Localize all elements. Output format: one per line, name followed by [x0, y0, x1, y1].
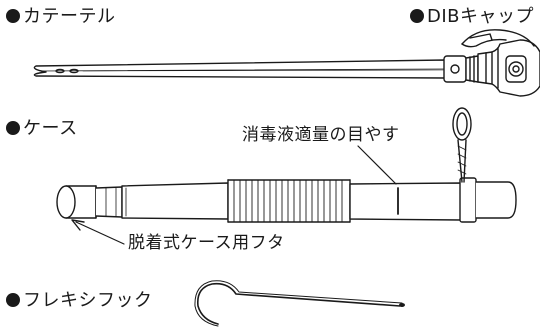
case-end-cap [459, 177, 477, 223]
flexi-hook-label: フレキシフック [6, 290, 153, 312]
dib-cap-label: DIBキャップ [410, 6, 534, 28]
flexi-hook-label-text: フレキシフック [23, 290, 153, 311]
case-label: ケース [6, 118, 78, 140]
case-bellows [227, 179, 351, 223]
disinfectant-level-leader [357, 145, 397, 185]
bullet-icon [410, 9, 424, 23]
catheter-eye-hole [55, 68, 65, 74]
catheter-illustration [33, 55, 479, 83]
bullet-icon [6, 9, 20, 23]
catheter-label-text: カテーテル [23, 6, 116, 27]
case-illustration [56, 107, 517, 223]
case-hanging-loop [452, 107, 472, 183]
detachable-lid-arrow [71, 219, 125, 245]
case-tube-left [121, 182, 229, 220]
disinfectant-level-annotation: 消毒液適量の目やす [242, 125, 400, 145]
detachable-lid-annotation: 脱着式ケース用フタ [128, 233, 285, 253]
flexi-hook-wire [196, 282, 401, 325]
catheter-eye-hole [69, 68, 79, 74]
catheter-hub [443, 55, 467, 83]
dib-cap-illustration [461, 29, 540, 97]
case-tube-right [349, 182, 463, 221]
dib-cap-label-text: DIBキャップ [427, 6, 535, 27]
bullet-icon [6, 121, 20, 135]
dib-cap-clip [461, 29, 535, 47]
bullet-icon [6, 293, 20, 307]
case-label-text: ケース [23, 118, 78, 139]
catheter-label: カテーテル [6, 6, 116, 28]
flexi-hook-illustration [194, 280, 405, 327]
